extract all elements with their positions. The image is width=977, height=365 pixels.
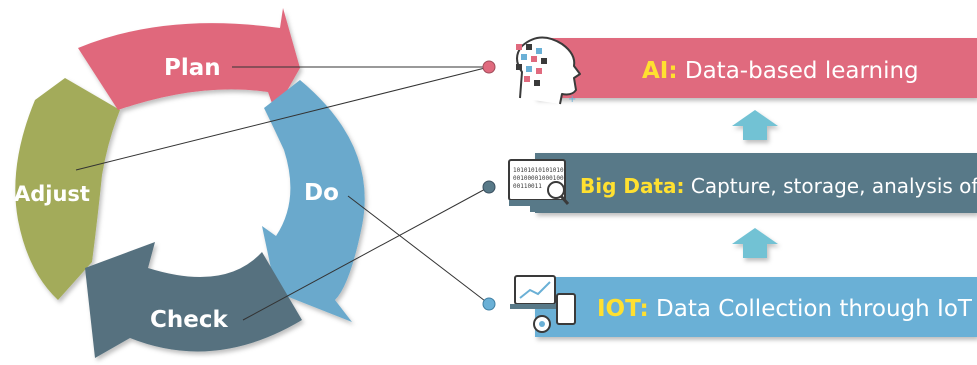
up-arrow-icon bbox=[732, 110, 778, 140]
connectors bbox=[75, 66, 490, 321]
pdca-cycle bbox=[15, 8, 365, 358]
svg-text:AI: Data-based learning: AI: Data-based learning bbox=[642, 58, 919, 84]
do-arrow bbox=[262, 80, 365, 322]
check-arrow bbox=[85, 242, 302, 358]
iot-bar-key: IOT: bbox=[597, 296, 649, 322]
bigdata-bar-text: Capture, storage, analysis of data bbox=[685, 174, 977, 198]
adjust-label: Adjust bbox=[14, 182, 90, 206]
bigdata-bar-key: Big Data: bbox=[580, 174, 685, 198]
svg-text:+: + bbox=[566, 278, 574, 289]
check-connector bbox=[242, 186, 490, 321]
ai-head-icon: + bbox=[516, 36, 581, 105]
bigdata-bar: Big Data: Capture, storage, analysis of … bbox=[535, 153, 977, 213]
iot-bar-text: Data Collection through IoT bbox=[649, 296, 973, 322]
up-arrow-icon bbox=[732, 228, 778, 258]
svg-text:IOT: Data Collection through I: IOT: Data Collection through IoT bbox=[597, 296, 973, 322]
svg-text:+: + bbox=[568, 94, 576, 105]
adjust-arrow bbox=[15, 78, 120, 300]
bigdata-connector-dot bbox=[482, 180, 496, 194]
data-monitor-icon: 10101010101010 00100001000100 00110011 bbox=[508, 159, 570, 212]
do-label: Do bbox=[304, 180, 339, 206]
plan-label: Plan bbox=[164, 55, 221, 81]
adjust-connector bbox=[75, 66, 490, 171]
ai-bar-text: Data-based learning bbox=[678, 58, 919, 84]
binary-line: 10101010101010 bbox=[513, 167, 564, 174]
ai-bar-key: AI: bbox=[642, 58, 678, 84]
svg-text:Big Data: Capture, storage, an: Big Data: Capture, storage, analysis of … bbox=[580, 174, 977, 198]
binary-line: 00110011 bbox=[513, 183, 542, 190]
plan-arrow bbox=[78, 8, 300, 112]
ai-bar: AI: Data-based learning bbox=[535, 38, 977, 98]
do-connector bbox=[347, 195, 490, 305]
ai-connector-dot bbox=[482, 60, 496, 74]
iot-connector-dot bbox=[482, 297, 496, 311]
check-label: Check bbox=[150, 307, 228, 333]
iot-bar: IOT: Data Collection through IoT bbox=[535, 277, 977, 337]
binary-line: 00100001000100 bbox=[513, 175, 564, 182]
iot-devices-icon: + bbox=[510, 275, 576, 333]
